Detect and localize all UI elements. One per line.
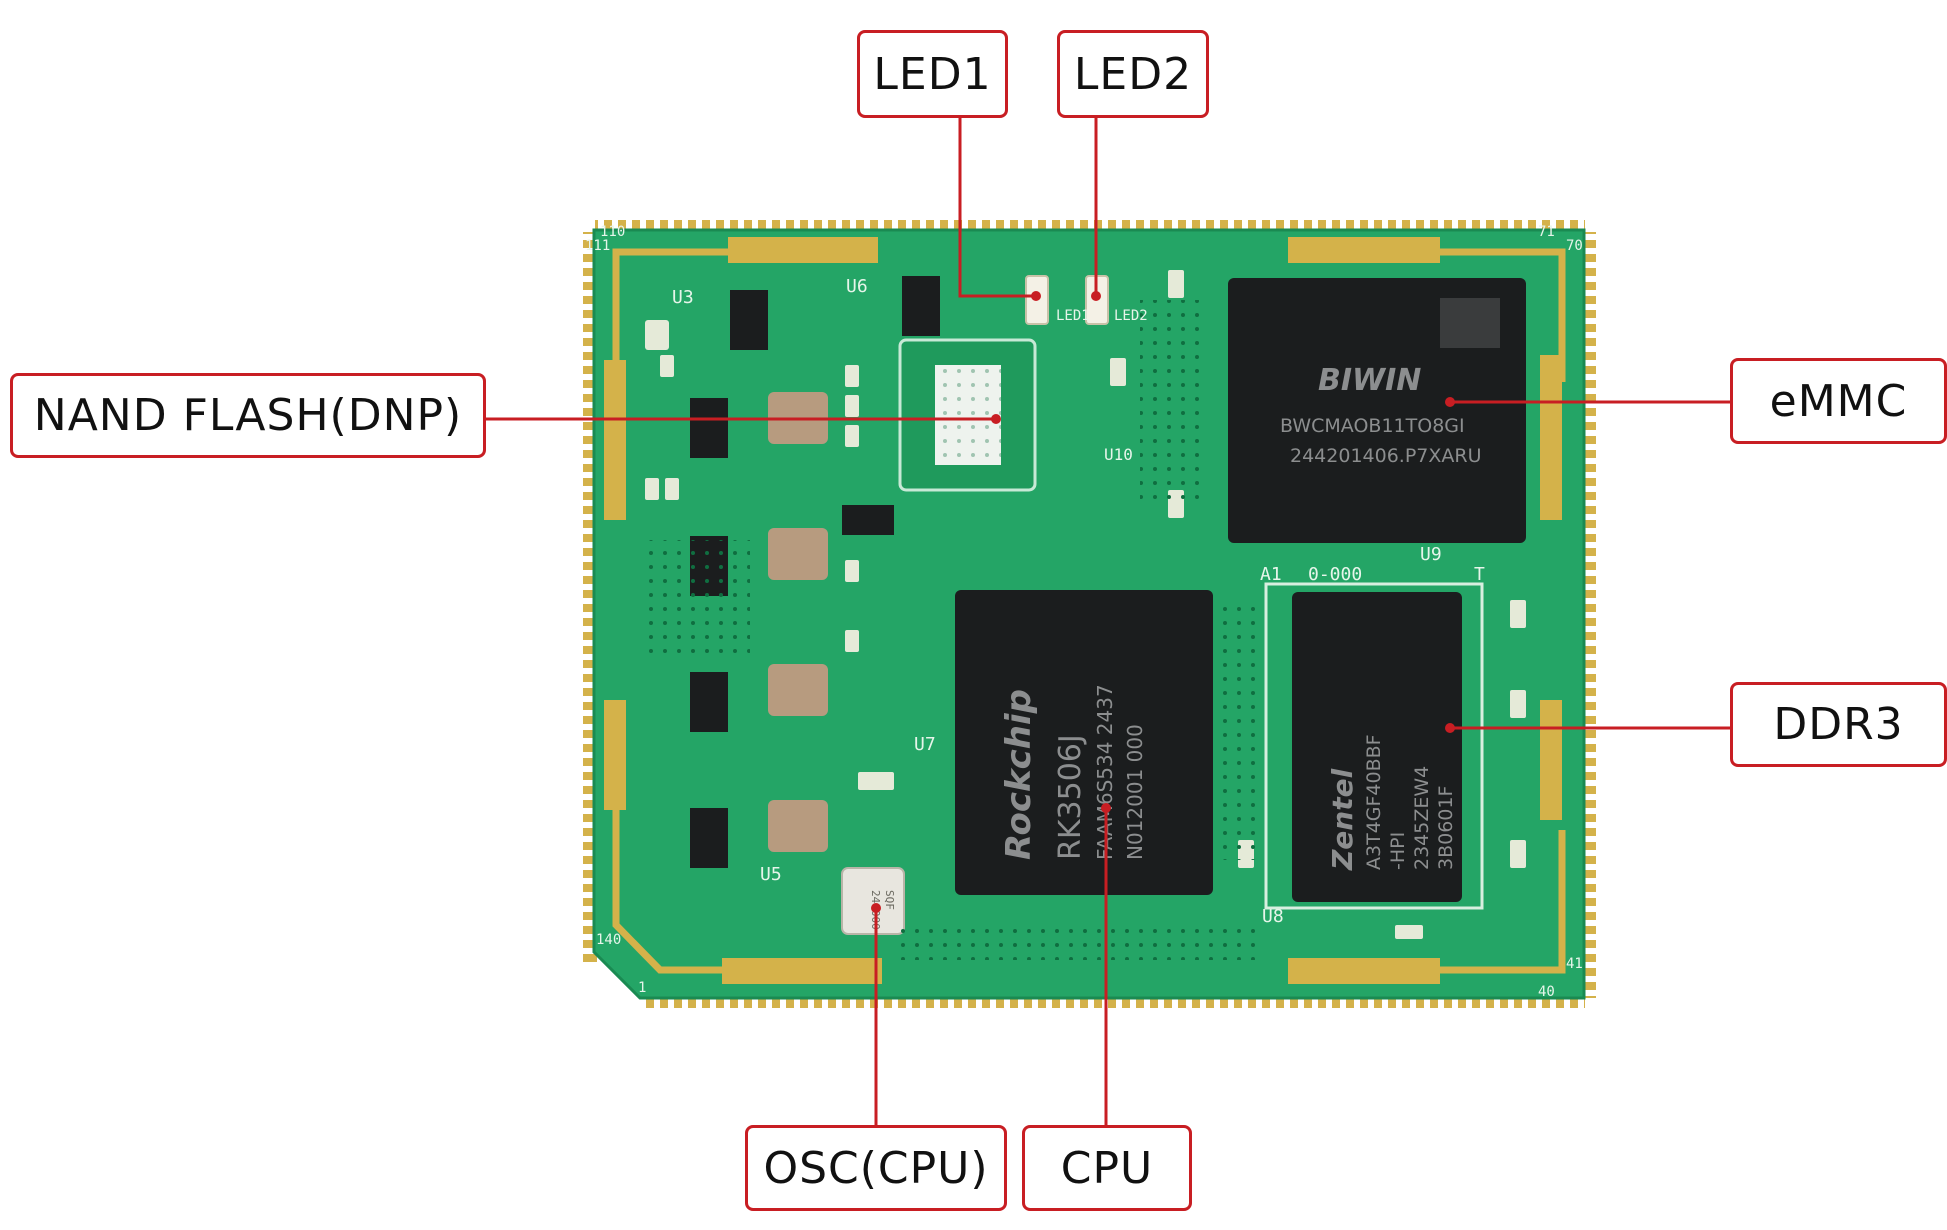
silk-corner-40: 40 <box>1538 984 1555 1000</box>
emmc-line2: 244201406.P7XARU <box>1290 445 1482 467</box>
callout-emmc: eMMC <box>1730 358 1947 444</box>
via-field-center <box>1140 300 1200 500</box>
leader-dot-nand <box>991 414 1001 424</box>
via-field-right <box>1222 600 1258 860</box>
via-field-left <box>645 540 750 660</box>
silk-u9: U9 <box>1420 544 1442 565</box>
leader-dot-led1 <box>1031 291 1041 301</box>
silk-corner-140: 140 <box>596 932 621 948</box>
callout-led1: LED1 <box>857 30 1008 118</box>
silk-u5: U5 <box>760 864 782 885</box>
gold-frame-tr <box>1440 248 1566 382</box>
callout-osc-cpu: OSC(CPU) <box>745 1125 1007 1211</box>
leader-led1 <box>958 117 1036 298</box>
leader-dot-osc <box>871 903 881 913</box>
silk-t: T <box>1474 564 1485 585</box>
silk-corner-111: 111 <box>585 238 610 254</box>
gold-frame-tl <box>612 248 740 382</box>
ddr-brand: Zentel <box>1326 768 1359 871</box>
cpu-brand: Rockchip <box>999 689 1039 860</box>
silk-corner-110: 110 <box>600 224 625 240</box>
ddr3-chip <box>1292 592 1462 902</box>
osc-line1: SQF <box>883 890 896 910</box>
ddr-line1: A3T4GF40BBF <box>1363 734 1385 870</box>
nand-pad-dots <box>935 365 1001 465</box>
silk-u3: U3 <box>672 287 694 308</box>
leader-dot-ddr3 <box>1445 723 1455 733</box>
oscillator-crystal <box>841 867 905 935</box>
edge-pad-groups <box>604 237 1562 984</box>
cpu-chip <box>955 590 1213 895</box>
silk-a1: A1 <box>1260 564 1282 585</box>
silk-u7: U7 <box>914 734 936 755</box>
ddr-line2: -HPI <box>1387 832 1409 870</box>
callout-led2: LED2 <box>1057 30 1209 118</box>
silk-u8: U8 <box>1262 906 1284 927</box>
silk-corner-70: 70 <box>1566 238 1583 254</box>
emmc-line1: BWCMAOB11TO8GI <box>1280 415 1465 437</box>
leader-dot-emmc <box>1445 397 1455 407</box>
callout-nand-flash: NAND FLASH(DNP) <box>10 373 486 458</box>
via-field-bottom <box>900 920 1260 960</box>
leader-dot-led2 <box>1091 291 1101 301</box>
silk-led2: LED2 <box>1114 308 1148 324</box>
silk-corner-41: 41 <box>1566 956 1583 972</box>
callout-cpu: CPU <box>1022 1125 1192 1211</box>
silk-corner-1: 1 <box>638 980 646 996</box>
cpu-line3: N012001 000 <box>1123 724 1147 860</box>
ddr-line3: 2345ZEW4 <box>1411 766 1433 870</box>
silk-u10: U10 <box>1104 445 1133 464</box>
silk-led1: LED1 <box>1056 308 1090 324</box>
silk-u6: U6 <box>846 276 868 297</box>
cpu-line1: RK3506J <box>1053 734 1088 860</box>
ddr-silk-frame <box>1264 582 1484 910</box>
emmc-brand: BIWIN <box>1318 363 1421 398</box>
leader-dot-cpu <box>1101 803 1111 813</box>
silk-zero: 0-000 <box>1308 564 1362 585</box>
silk-corner-71: 71 <box>1538 224 1555 240</box>
ddr-line4: 3B0601F <box>1435 786 1457 870</box>
callout-ddr3: DDR3 <box>1730 682 1947 767</box>
emmc-qr-code <box>1440 298 1500 348</box>
gold-frame-br <box>1440 830 1566 974</box>
